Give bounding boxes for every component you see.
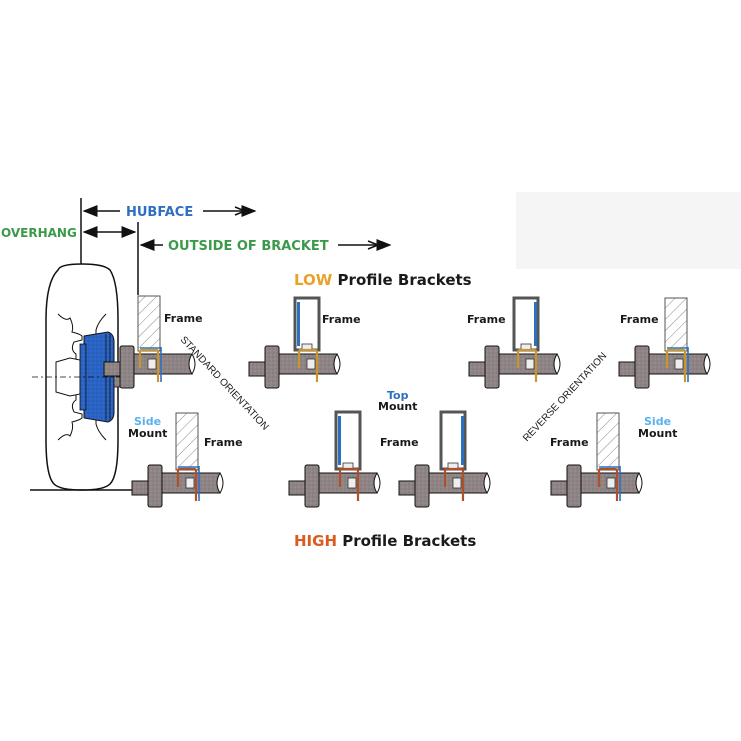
bracket-assembly-reverse-top-low <box>468 296 561 389</box>
nut <box>347 477 357 489</box>
high-suffix: Profile Brackets <box>337 532 476 550</box>
rim-upper-profile <box>57 313 83 362</box>
frame-solid <box>137 295 161 352</box>
bracket-assembly-reverse-side-low <box>618 297 711 389</box>
low-suffix: Profile Brackets <box>332 271 471 289</box>
axle-tube-end <box>336 353 341 375</box>
low-prefix: LOW <box>294 271 333 289</box>
u-bracket <box>138 348 160 382</box>
u-bracket <box>338 467 360 501</box>
rim-lower-profile <box>57 392 83 441</box>
frame-label: Frame <box>164 312 203 325</box>
channel-blue-plate <box>461 416 464 465</box>
hub-flange <box>566 464 582 508</box>
axle-stub <box>248 361 268 377</box>
u-bracket <box>443 467 465 501</box>
frame-label: Frame <box>322 313 361 326</box>
channel-blue-plate <box>534 302 537 346</box>
nut <box>674 358 684 370</box>
bracket-assembly-main-standard-side-low <box>103 295 196 389</box>
u-bracket <box>597 467 619 501</box>
side-mount-left-line1: Side <box>134 415 161 428</box>
top-mount-line2: Mount <box>378 400 417 413</box>
axle-tube-end <box>706 353 711 375</box>
axle-stub <box>398 480 418 496</box>
frame-solid <box>664 297 688 352</box>
channel-blue-plate <box>297 302 300 346</box>
hub-flange <box>264 345 280 389</box>
high-profile-heading: HIGH Profile Brackets <box>294 532 476 550</box>
bracket-assembly-reverse-side-high <box>550 412 643 508</box>
axle-stub <box>288 480 308 496</box>
dimension-lines: HUBFACE OVERHANG OUTSIDE OF BRACKET <box>1 198 392 490</box>
hub-flange <box>414 464 430 508</box>
high-prefix: HIGH <box>294 532 337 550</box>
nut <box>525 358 535 370</box>
bracket-assembly-standard-top-low <box>248 296 341 389</box>
nut <box>147 358 157 370</box>
frame-label: Frame <box>620 313 659 326</box>
frame-solid <box>596 412 620 471</box>
wheel-assembly <box>30 263 140 491</box>
bracket-assembly-reverse-top-high <box>398 410 491 508</box>
u-bracket <box>516 348 538 382</box>
axle-tube-end <box>219 472 224 494</box>
axle-tube-end <box>486 472 491 494</box>
axle-stub <box>103 361 123 377</box>
hubface-label: HUBFACE <box>126 205 193 220</box>
side-mount-right-line1: Side <box>644 415 671 428</box>
frame-label: Frame <box>204 436 243 449</box>
axle-tube-end <box>556 353 561 375</box>
nut <box>306 358 316 370</box>
nut <box>606 477 616 489</box>
axle-stub <box>618 361 638 377</box>
frame-solid <box>175 412 199 471</box>
axle-tube-end <box>191 353 196 375</box>
frame-label: Frame <box>550 436 589 449</box>
u-bracket <box>665 348 687 382</box>
hub-flange <box>119 345 135 389</box>
hub-flange <box>484 345 500 389</box>
rim-lower-profile-right <box>95 418 107 441</box>
outside-bracket-double-arrow-icon <box>367 240 381 250</box>
low-profile-heading: LOW Profile Brackets <box>294 271 472 289</box>
blank-panel <box>516 192 741 269</box>
hub-flange <box>304 464 320 508</box>
axle-tube-end <box>376 472 381 494</box>
hub-flange <box>634 345 650 389</box>
bracket-assembly-standard-top-high <box>288 410 381 508</box>
frame-label: Frame <box>380 436 419 449</box>
channel-blue-plate <box>338 416 341 465</box>
side-mount-right-line2: Mount <box>638 427 677 440</box>
overhang-label: OVERHANG <box>1 226 77 240</box>
bracket-assembly-standard-side-high <box>131 412 224 508</box>
top-mount-line1: Top <box>387 389 409 402</box>
axle-tube <box>133 353 193 375</box>
nut <box>185 477 195 489</box>
rim-upper-profile-right <box>95 313 107 336</box>
hubface-double-arrow-icon <box>234 206 248 216</box>
nut <box>452 477 462 489</box>
u-bracket <box>297 348 319 382</box>
frame-label: Frame <box>467 313 506 326</box>
hub-flange <box>147 464 163 508</box>
axle-tube-end <box>638 472 643 494</box>
axle-stub <box>550 480 570 496</box>
outside-of-bracket-label: OUTSIDE OF BRACKET <box>168 239 329 254</box>
axle-stub <box>468 361 488 377</box>
side-mount-left-line2: Mount <box>128 427 167 440</box>
u-bracket <box>176 467 198 501</box>
axle-stub <box>131 480 151 496</box>
